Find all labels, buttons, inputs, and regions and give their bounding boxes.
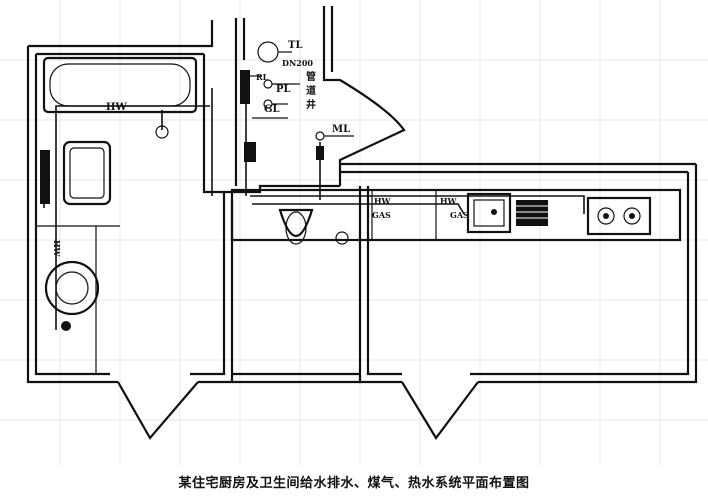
pipe-network [40,41,585,330]
label-hw-left: HW [52,240,62,258]
background-grid [0,0,708,465]
label-pl: PL [276,84,291,95]
kitchen-counter [230,188,682,242]
pipe-shaft [234,6,406,186]
label-gas-2: GAS [450,210,469,220]
label-shaft-3: 井 [306,98,316,111]
label-ml: ML [332,124,350,135]
label-shaft-2: 道 [306,84,316,97]
label-tl: TL [288,40,302,51]
leader-lines [250,51,354,137]
round-fixture [44,260,100,331]
label-rl: RL [256,72,269,82]
gas-stove [586,196,652,236]
label-gl: GL [264,104,280,115]
label-hw-right: HW [440,196,458,206]
label-hw-mid: HW [374,196,392,206]
label-dn200: DN200 [282,58,313,68]
kitchen-sink [466,192,512,234]
drain-board [516,200,548,226]
kitchen-door [401,381,479,440]
label-gas-1: GAS [372,210,391,220]
label-hw-top: HW [106,102,127,113]
bathroom-walls [26,20,234,384]
kitchen-walls [224,162,698,384]
washbasin [278,208,349,245]
toilet-left [62,140,112,206]
bathroom-door [117,381,199,440]
label-shaft-1: 管 [306,70,316,83]
figure-caption: 某住宅厨房及卫生间给水排水、煤气、热水系统平面布置图 [178,476,530,491]
